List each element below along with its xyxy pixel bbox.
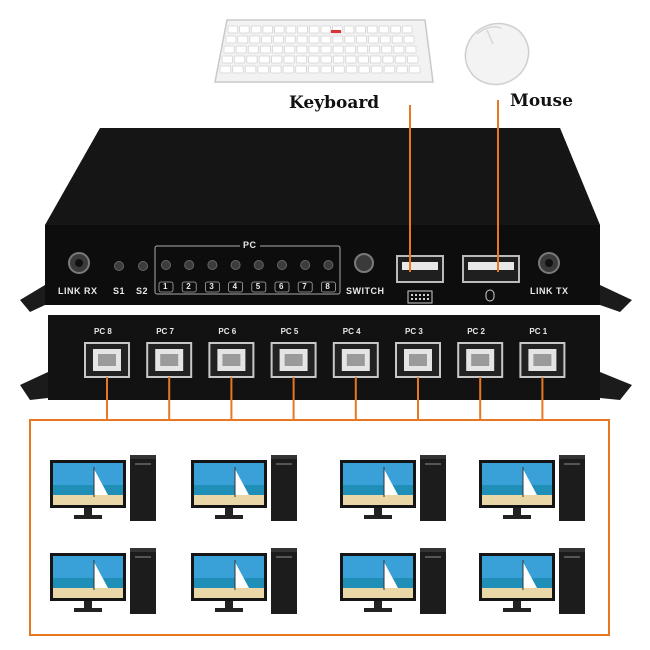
pc-led (300, 260, 311, 270)
rear-port-label: PC 1 (529, 327, 548, 336)
s2-label: S2 (136, 286, 149, 296)
s1-label: S1 (113, 286, 126, 296)
pc-led (230, 260, 241, 270)
switch-label: SWITCH (346, 286, 385, 296)
rear-port-label: PC 7 (156, 327, 174, 336)
pc-led-number: 3 (209, 282, 214, 291)
pc-led (323, 260, 334, 270)
rear-port-label: PC 3 (405, 327, 423, 336)
pc-led-number: 1 (163, 282, 168, 291)
usb-b-port (519, 342, 566, 378)
link-tx-label: LINK TX (530, 286, 569, 296)
pc-led (207, 260, 218, 270)
pc-led (277, 260, 287, 270)
pc-led (161, 260, 171, 270)
pc-led-number: 8 (325, 282, 330, 291)
computer-illustration (340, 455, 446, 521)
rear-port-label: PC 5 (280, 327, 299, 336)
pc-led-number: 4 (232, 282, 238, 291)
link-rx-label: LINK RX (58, 286, 98, 296)
pc-led (253, 260, 264, 270)
rear-port-label: PC 6 (218, 327, 237, 336)
pc-led-number: 2 (186, 282, 191, 291)
computer-illustration (479, 548, 585, 614)
computer-illustration (50, 548, 156, 614)
computer-illustration (479, 455, 585, 521)
mouse-illustration (455, 14, 535, 90)
rear-port-label: PC 2 (467, 327, 485, 336)
computer-illustration (191, 455, 297, 521)
rear-port-label: PC 8 (94, 327, 112, 336)
pc-led-number: 5 (255, 282, 261, 291)
computer-illustration (340, 548, 446, 614)
keyboard-illustration (213, 16, 435, 86)
pc-led-number: 6 (279, 282, 284, 291)
computer-illustration (50, 455, 156, 521)
keyboard-label: Keyboard (289, 93, 380, 113)
pc-group-label: PC (240, 240, 260, 250)
rear-port-label: PC 4 (342, 327, 361, 336)
computer-illustration (191, 548, 297, 614)
pc-led (184, 260, 195, 270)
mouse-label: Mouse (510, 91, 573, 111)
pc-led-number: 7 (302, 282, 307, 291)
